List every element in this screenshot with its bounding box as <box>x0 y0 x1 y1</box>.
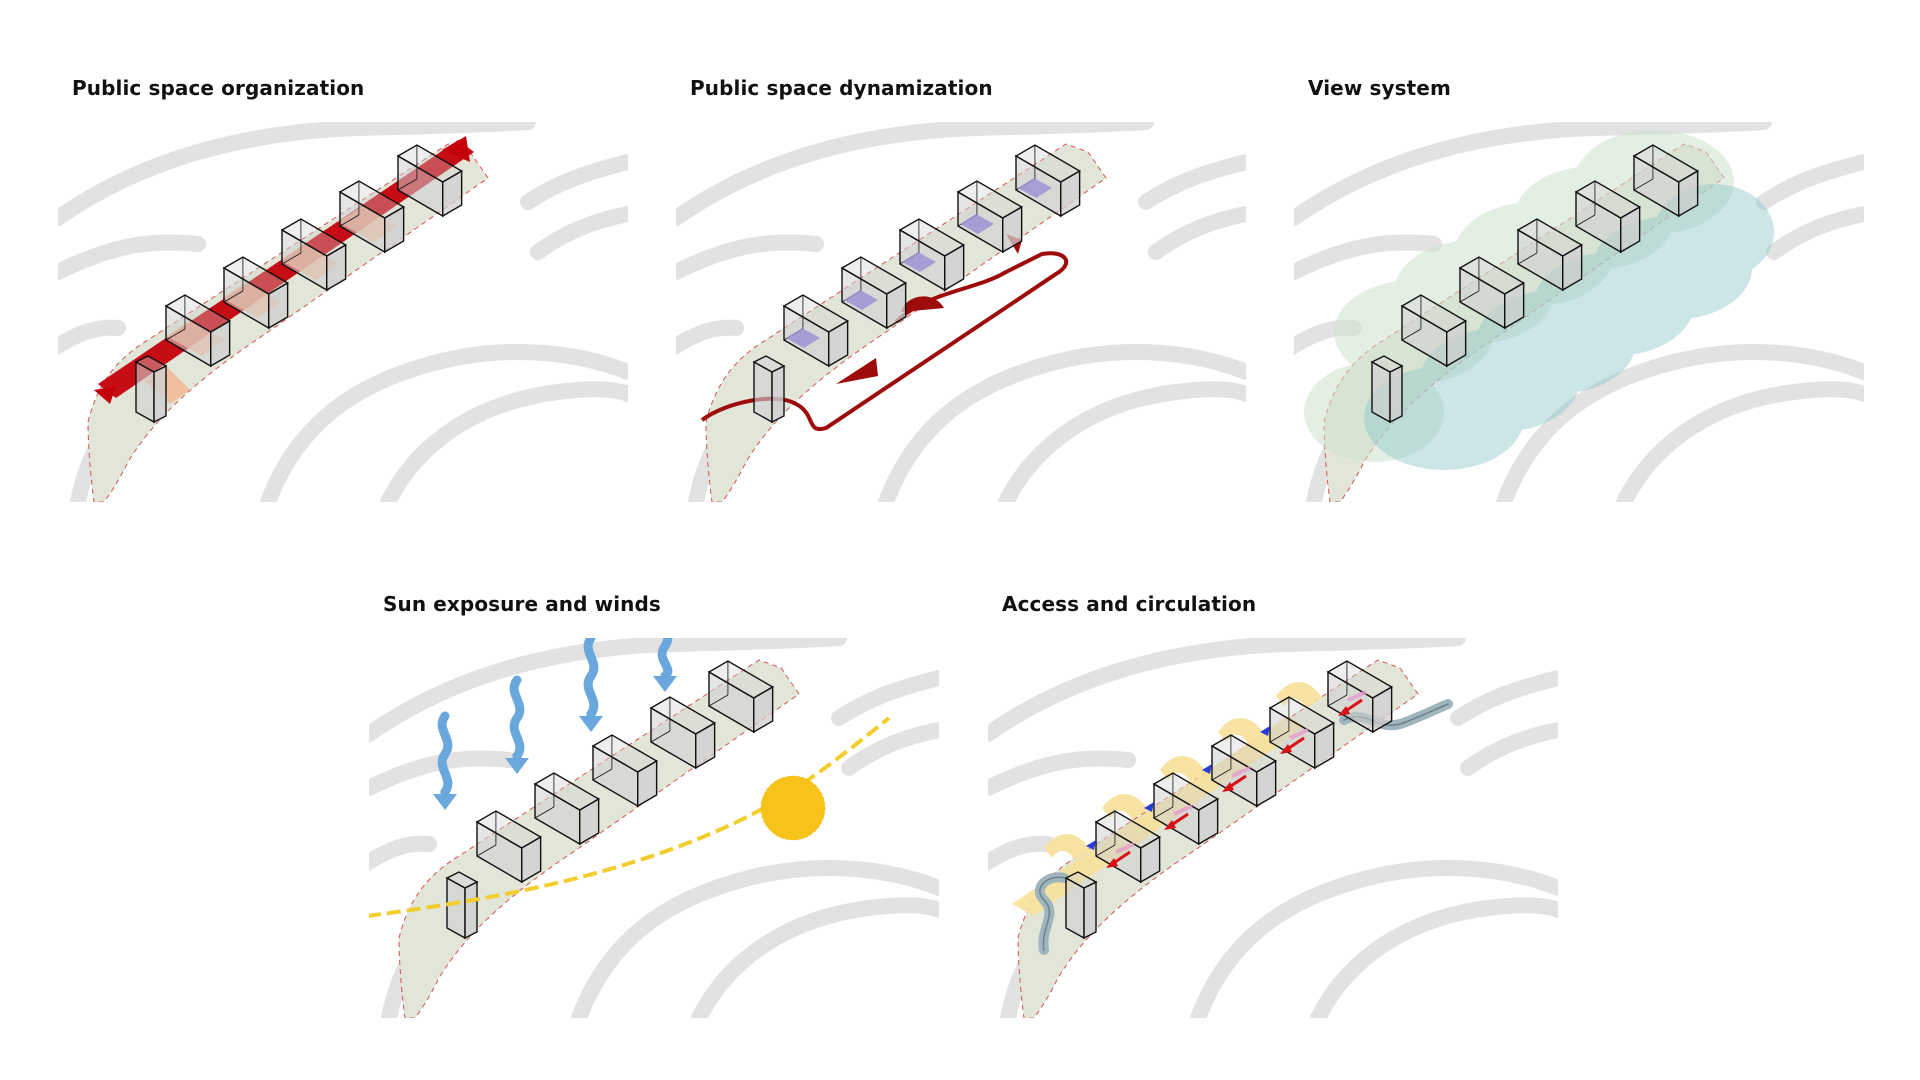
building <box>1574 180 1642 254</box>
buildings <box>445 660 775 940</box>
sun-icon <box>760 775 826 841</box>
wind-arrow-icon <box>505 675 529 774</box>
panel-title: View system <box>1308 76 1451 100</box>
building <box>280 218 348 292</box>
panel-title: Sun exposure and winds <box>383 592 661 616</box>
sun-path <box>369 716 891 918</box>
building <box>222 256 290 330</box>
panel-public-space-organization: Public space organization <box>58 76 628 516</box>
buildings <box>134 144 464 424</box>
access-arrow-icon <box>1338 690 1367 716</box>
panel-public-space-dynamization: Public space dynamization <box>676 76 1246 516</box>
wind-arrow-icon <box>579 638 603 732</box>
wind-arrows <box>433 638 677 810</box>
road-network <box>1294 122 1864 502</box>
diagram-access-and-circulation <box>988 638 1558 1018</box>
building <box>1516 218 1584 292</box>
tower <box>1064 871 1098 940</box>
access-arrow-icon <box>1086 840 1135 868</box>
building <box>1458 256 1526 330</box>
access-arrow-icon <box>1260 726 1309 754</box>
building <box>707 660 775 734</box>
panel-title: Access and circulation <box>1002 592 1257 616</box>
building <box>533 772 601 846</box>
road-network <box>676 122 1246 502</box>
building <box>956 180 1024 254</box>
panel-view-system: View system <box>1294 76 1864 516</box>
diagram-sun-exposure-and-winds <box>369 638 939 1018</box>
road-network <box>58 122 628 502</box>
road-network <box>988 638 1558 1018</box>
building <box>1632 144 1700 218</box>
tower <box>1370 355 1404 424</box>
diagram-view-system <box>1294 122 1864 502</box>
patios <box>786 178 1052 348</box>
panel-sun-exposure-and-winds: Sun exposure and winds <box>369 592 939 1032</box>
access-arrow-icon <box>1202 764 1251 792</box>
panel-title: Public space dynamization <box>690 76 993 100</box>
building <box>591 734 659 808</box>
tower <box>752 355 786 424</box>
diagram-public-space-organization <box>58 122 628 502</box>
tower <box>134 355 168 424</box>
building <box>1400 294 1468 368</box>
tower <box>445 871 479 940</box>
building <box>164 294 232 368</box>
wind-arrow-icon <box>433 711 457 810</box>
diagram-public-space-dynamization <box>676 122 1246 502</box>
building <box>1326 660 1394 734</box>
building <box>649 696 717 770</box>
buildings <box>1370 144 1700 424</box>
building <box>475 810 543 884</box>
building <box>1152 772 1220 846</box>
panel-title: Public space organization <box>72 76 365 100</box>
access-arrow-icon <box>1144 802 1193 830</box>
panel-access-and-circulation: Access and circulation <box>988 592 1558 1032</box>
wind-arrow-icon <box>653 638 677 692</box>
road-network <box>369 638 939 1018</box>
building <box>338 180 406 254</box>
access-arrows <box>1086 690 1367 868</box>
building <box>396 144 464 218</box>
